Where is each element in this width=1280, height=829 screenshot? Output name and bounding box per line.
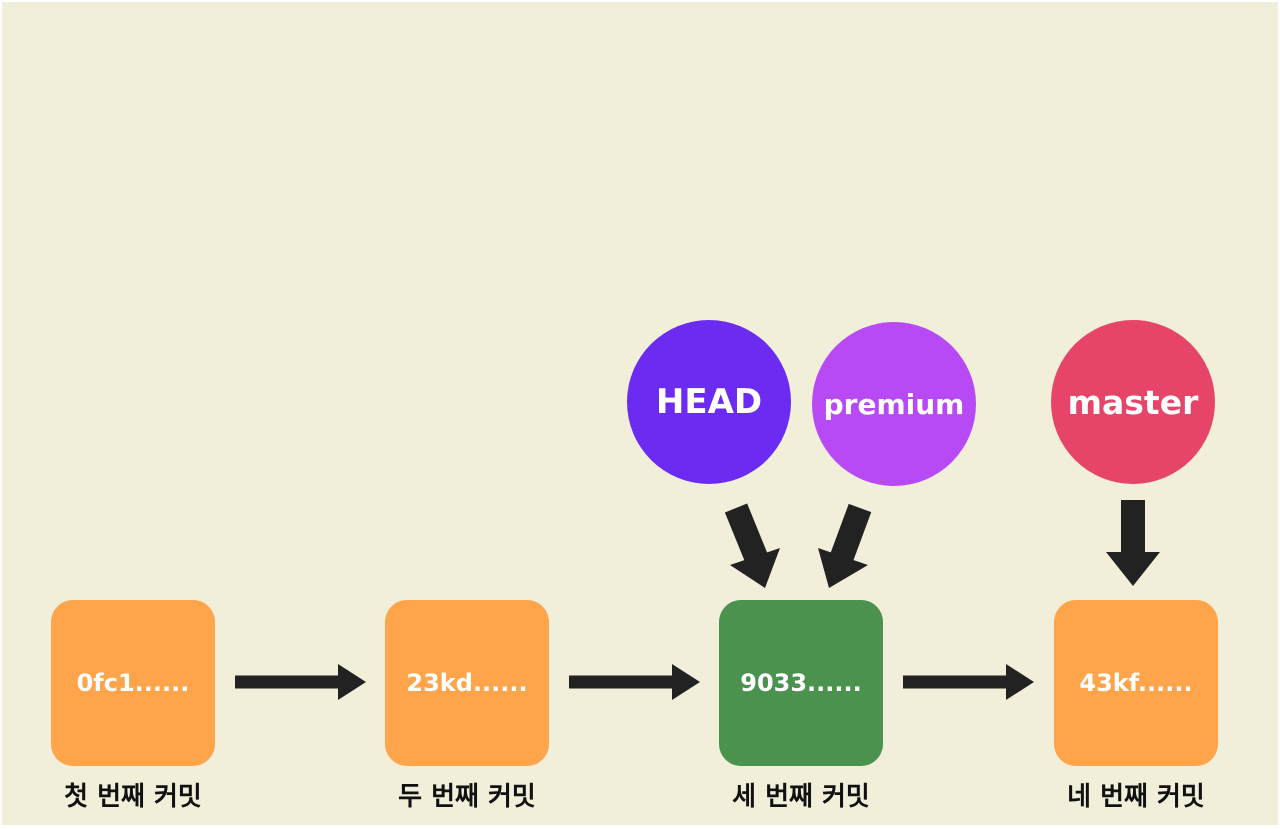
master-label: master — [1067, 382, 1199, 422]
commit-caption-2: 두 번째 커밋 — [398, 782, 536, 812]
commit-box-4: 43kf...... — [1054, 600, 1218, 766]
commit-caption-4: 네 번째 커밋 — [1067, 782, 1205, 812]
arrow-commit3-to-commit4 — [903, 664, 1034, 700]
premium-branch: premium — [812, 322, 976, 486]
commit-hash: 0fc1...... — [76, 669, 190, 697]
commit-caption-3: 세 번째 커밋 — [732, 782, 870, 812]
commit-hash: 9033...... — [740, 669, 862, 697]
commit-box-3: 9033...... — [719, 600, 883, 766]
commit-hash: 43kf...... — [1079, 669, 1193, 697]
arrow-commit2-to-commit3 — [569, 664, 700, 700]
premium-label: premium — [823, 387, 965, 421]
head-pointer: HEAD — [627, 320, 791, 484]
commit-box-1: 0fc1...... — [51, 600, 215, 766]
commit-box-2: 23kd...... — [385, 600, 549, 766]
head-label: HEAD — [655, 382, 763, 422]
master-branch: master — [1051, 320, 1215, 484]
commit-caption-1: 첫 번째 커밋 — [64, 782, 202, 812]
arrow-commit1-to-commit2 — [235, 664, 366, 700]
commit-hash: 23kd...... — [406, 669, 528, 697]
arrow-master-to-commit4 — [1106, 500, 1160, 586]
arrow-premium-to-commit3 — [818, 503, 872, 588]
arrow-head-to-commit3 — [724, 503, 780, 588]
